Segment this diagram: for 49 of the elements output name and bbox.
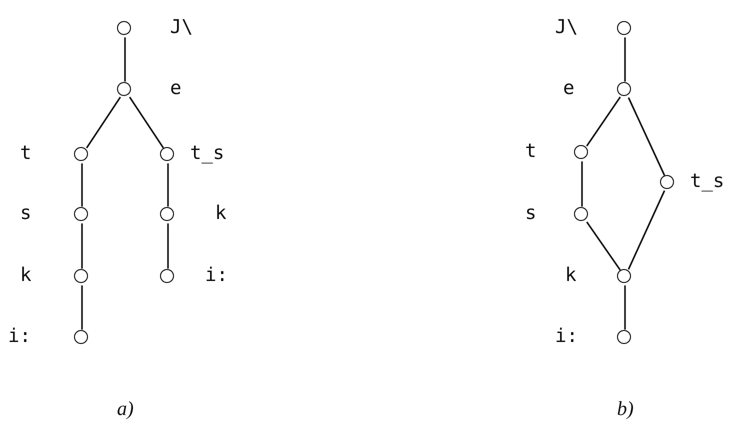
circle-node: [74, 207, 88, 222]
circle-node: [617, 269, 632, 284]
connector-line: [581, 161, 583, 207]
node-label: t_s: [690, 170, 724, 192]
node-label: t_s: [190, 142, 224, 164]
node-label: k: [215, 202, 226, 224]
node-label: i:: [205, 264, 228, 286]
circle-node: [660, 175, 674, 190]
panel-label: b): [617, 398, 634, 421]
circle-node: [617, 330, 632, 344]
node-label: J\: [555, 16, 578, 38]
connector-line: [624, 37, 626, 82]
connector-line: [81, 223, 83, 269]
connector-line: [586, 96, 621, 147]
circle-node: [74, 269, 88, 284]
connector-line: [81, 163, 83, 207]
node-label: e: [563, 77, 574, 99]
connector-line: [81, 285, 83, 330]
connector-line: [628, 97, 666, 176]
circle-node: [160, 269, 174, 284]
node-label: k: [565, 264, 576, 286]
panel-label: a): [117, 398, 134, 421]
connector-line: [128, 96, 164, 148]
connector-line: [124, 37, 126, 82]
node-label: i:: [8, 325, 31, 347]
node-label: t: [20, 142, 32, 164]
node-label: J\: [170, 16, 193, 38]
circle-node: [74, 330, 88, 344]
node-label: e: [170, 77, 182, 99]
circle-node: [574, 145, 588, 160]
connector-line: [586, 221, 621, 271]
circle-node: [160, 207, 174, 222]
connector-line: [167, 163, 169, 207]
connector-line: [624, 285, 626, 330]
circle-node: [117, 82, 132, 96]
circle-node: [117, 21, 132, 36]
circle-node: [74, 147, 88, 162]
connector-line: [628, 190, 666, 270]
circle-node: [574, 207, 588, 222]
circle-node: [617, 82, 632, 96]
connector-line: [167, 223, 169, 269]
node-label: s: [20, 202, 32, 224]
circle-node: [617, 21, 632, 36]
connector-line: [86, 96, 122, 148]
node-label: i:: [555, 325, 578, 347]
circle-node: [160, 147, 174, 162]
node-label: t: [525, 140, 536, 162]
node-label: s: [525, 202, 536, 224]
node-label: k: [20, 264, 32, 286]
